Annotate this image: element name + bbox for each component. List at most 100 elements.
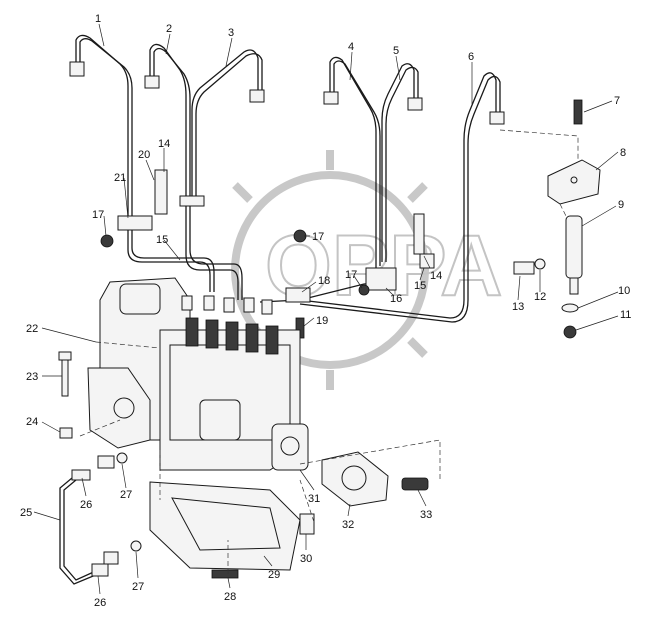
callout-17-left: 17 — [92, 209, 104, 221]
bracket-14-right — [413, 213, 425, 255]
callout-21: 21 — [114, 172, 126, 184]
callout-labels: 1 2 3 4 5 6 7 8 9 10 11 12 13 14 14 15 1… — [20, 13, 631, 609]
injection-pump — [87, 277, 309, 471]
washer-27-bottom — [130, 540, 142, 552]
assembly-lines — [79, 129, 579, 574]
callout-24: 24 — [26, 416, 38, 428]
tube-1 — [75, 34, 211, 292]
tube-nut-6 — [489, 111, 505, 125]
bracket-20 — [154, 169, 168, 215]
sensor-33 — [401, 477, 429, 491]
callout-12: 12 — [534, 291, 546, 303]
callout-27-bottom: 27 — [132, 581, 144, 593]
delivery-valve-5 — [265, 325, 279, 355]
callout-20: 20 — [138, 149, 150, 161]
callout-32: 32 — [342, 519, 354, 531]
tube-5 — [381, 63, 415, 262]
callout-17-center: 17 — [312, 231, 324, 243]
stud-23-head — [58, 351, 72, 361]
union-5 — [181, 295, 193, 311]
feed-pump — [199, 399, 241, 441]
callout-22: 22 — [26, 323, 38, 335]
union-3 — [243, 297, 255, 313]
callout-15-right: 15 — [414, 280, 426, 292]
tube-6 — [299, 72, 497, 319]
mount-bracket — [149, 481, 315, 579]
tube-nut-4 — [323, 91, 339, 105]
clamp-16 — [365, 267, 397, 291]
washer-10 — [561, 303, 579, 313]
callout-18: 18 — [318, 275, 330, 287]
bolt-26-top — [97, 455, 115, 469]
watermark-gear-ring — [231, 171, 429, 369]
tube-nut-1 — [69, 61, 85, 77]
callout-6: 6 — [468, 51, 474, 63]
delivery-valve-1 — [185, 317, 199, 347]
bracket-29 — [149, 481, 301, 571]
union-2 — [223, 297, 235, 313]
callout-33: 33 — [420, 509, 432, 521]
callout-14-right: 14 — [430, 270, 442, 282]
tube-3 — [191, 49, 259, 200]
callout-5: 5 — [393, 45, 399, 57]
nut-24 — [59, 427, 73, 439]
front-flange-hole — [113, 397, 135, 419]
union-1 — [203, 295, 215, 311]
callout-29: 29 — [268, 569, 280, 581]
nut-17-right — [358, 284, 370, 296]
tube-nut-3 — [249, 89, 265, 103]
callout-17-right: 17 — [345, 269, 357, 281]
callout-3: 3 — [228, 27, 234, 39]
delivery-valve-4 — [245, 323, 259, 353]
fitting-26-bottom — [103, 551, 119, 565]
washer-27-top — [116, 452, 128, 464]
clamp-14-left — [179, 195, 205, 207]
tube-nut-5 — [407, 97, 423, 111]
clamps — [100, 169, 435, 339]
cover-31-boss — [280, 436, 300, 456]
callout-26-top: 26 — [80, 499, 92, 511]
coupling-parts — [321, 451, 429, 507]
fitting-26-top — [71, 469, 91, 481]
stud-parts — [58, 351, 73, 439]
callout-25: 25 — [20, 507, 32, 519]
clamp-15-right — [419, 253, 435, 269]
callout-16: 16 — [390, 293, 402, 305]
seal-11 — [563, 325, 577, 339]
callout-9: 9 — [618, 199, 624, 211]
coupling-32-boss — [341, 465, 367, 491]
callout-30: 30 — [300, 553, 312, 565]
callout-11: 11 — [620, 309, 631, 321]
tube-2 — [149, 43, 239, 300]
callout-31: 31 — [308, 493, 320, 505]
callout-7: 7 — [614, 95, 620, 107]
callout-19: 19 — [316, 315, 328, 327]
bolt-7 — [573, 99, 583, 125]
washer-12 — [534, 258, 546, 270]
injection-tubes — [69, 34, 505, 323]
union-4 — [261, 299, 273, 315]
delivery-valve-3 — [225, 321, 239, 351]
callout-23: 23 — [26, 371, 38, 383]
callout-14-left: 14 — [158, 138, 170, 150]
clamp-8-hole — [570, 176, 578, 184]
callout-4: 4 — [348, 41, 354, 53]
clamp-18 — [285, 287, 311, 303]
delivery-valve-2 — [205, 319, 219, 349]
callout-13: 13 — [512, 301, 524, 313]
injector-9 — [565, 215, 583, 279]
callout-8: 8 — [620, 147, 626, 159]
stud-23 — [61, 355, 69, 397]
return-line — [59, 452, 142, 585]
injector-assembly — [513, 99, 601, 339]
bolt-26-bottom — [91, 563, 109, 577]
injector-9-tip — [569, 277, 579, 295]
callout-28: 28 — [224, 591, 236, 603]
bolt-13 — [513, 261, 535, 275]
tube-nut-2 — [144, 75, 160, 89]
callout-27-top: 27 — [120, 489, 132, 501]
callout-26-bottom: 26 — [94, 597, 106, 609]
governor-cover — [119, 283, 161, 315]
sleeve-30 — [299, 513, 315, 535]
